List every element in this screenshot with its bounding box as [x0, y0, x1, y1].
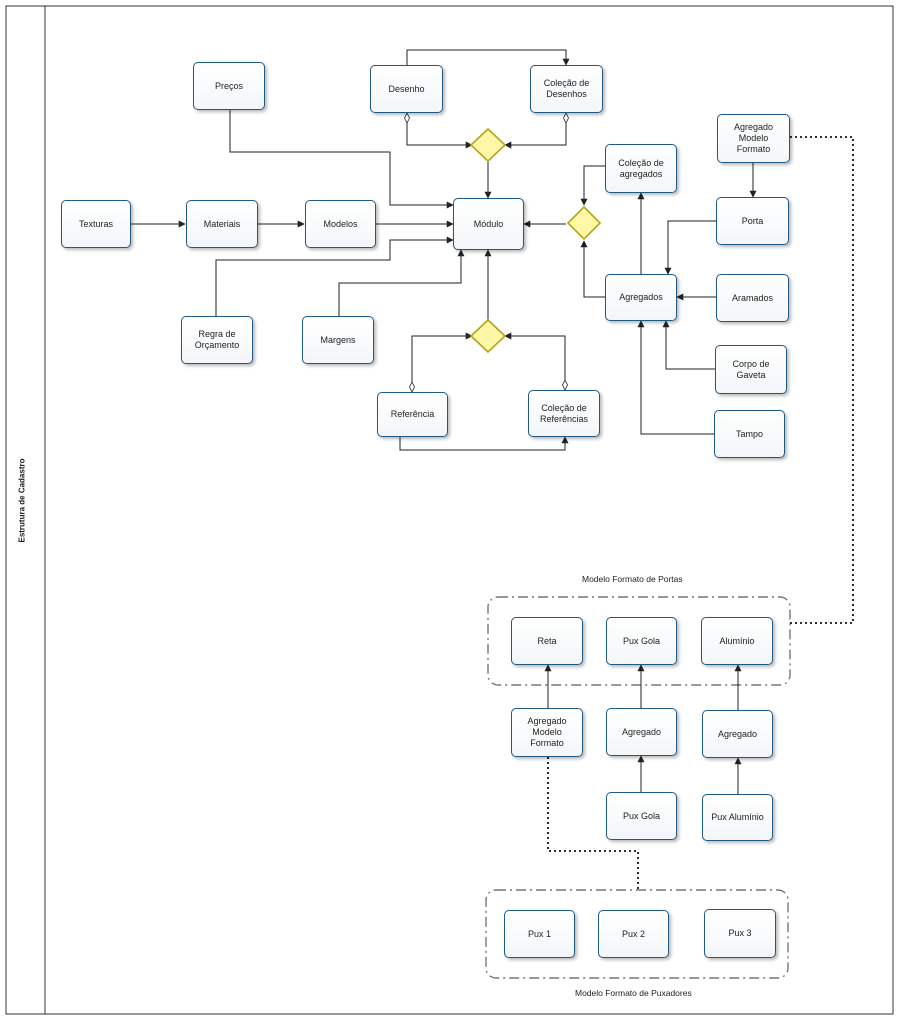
node-pux-3[interactable]: Pux 3: [704, 909, 776, 958]
edge-porta-agregados: [664, 220, 716, 275]
node-reta[interactable]: Reta: [511, 617, 583, 665]
edge-desenho-colecao-desenhos: [406, 49, 570, 66]
gateway-referencias: [469, 318, 507, 354]
aggregation-marker-colecao-desenhos: [563, 112, 569, 124]
node-tampo[interactable]: Tampo: [714, 410, 785, 458]
node-colecao-referencias[interactable]: Coleção de Referências: [528, 390, 600, 437]
node-colecao-agregados[interactable]: Coleção de agregados: [605, 144, 677, 193]
node-corpo-gaveta[interactable]: Corpo de Gaveta: [715, 345, 787, 394]
aggregation-marker-colecao-referencias: [562, 379, 568, 391]
lane-frame: [5, 5, 894, 1015]
node-pux-gola-top[interactable]: Pux Gola: [606, 617, 677, 665]
edge-corpo-gaveta-agregados: [662, 320, 715, 370]
aggregation-marker-referencia: [409, 381, 415, 393]
edge-referencia-gateway: [411, 332, 473, 392]
node-texturas[interactable]: Texturas: [61, 200, 131, 248]
node-agregado-modelo-formato-top[interactable]: Agregado Modelo Formato: [717, 114, 790, 163]
edge-colecao-referencias-gateway: [504, 332, 566, 390]
assoc-agregado-modelo-portas: [790, 136, 854, 624]
associations: [547, 136, 854, 890]
edge-margens-modulo: [338, 249, 465, 316]
lane-title-text: Estrutura de Cadastro: [17, 457, 27, 543]
edge-referencia-colecao-referencias: [399, 436, 569, 451]
group-label-portas: Modelo Formato de Portas: [582, 574, 683, 584]
node-pux-2[interactable]: Pux 2: [598, 910, 669, 958]
node-aluminio[interactable]: Alumínio: [701, 617, 773, 665]
node-modelos[interactable]: Modelos: [305, 200, 376, 248]
node-aramados[interactable]: Aramados: [716, 274, 789, 322]
node-referencia[interactable]: Referência: [377, 392, 448, 437]
edge-colecao-desenhos-gateway: [504, 113, 567, 149]
node-colecao-desenhos[interactable]: Coleção de Desenhos: [530, 65, 603, 113]
aggregation-markers: [404, 112, 569, 393]
node-regra-orcamento[interactable]: Regra de Orçamento: [181, 316, 253, 364]
node-pux-gola-bottom[interactable]: Pux Gola: [606, 792, 677, 840]
group-label-puxadores: Modelo Formato de Puxadores: [575, 988, 692, 998]
gateway-desenhos: [469, 127, 507, 163]
node-desenho[interactable]: Desenho: [370, 65, 443, 113]
node-agregado-1[interactable]: Agregado: [606, 708, 677, 756]
node-agregado-modelo-formato-bottom[interactable]: Agregado Modelo Formato: [511, 708, 583, 757]
node-margens[interactable]: Margens: [302, 316, 374, 364]
aggregation-marker-desenho: [404, 112, 410, 124]
group-frame-portas: [487, 596, 791, 686]
group-frame-puxadores: [485, 889, 789, 979]
edge-precos-modulo: [229, 110, 454, 209]
node-pux-1[interactable]: Pux 1: [504, 910, 575, 958]
node-precos[interactable]: Preços: [193, 62, 265, 110]
node-pux-aluminio[interactable]: Pux Alumínio: [702, 794, 773, 841]
edge-desenho-gateway: [406, 113, 473, 149]
node-porta[interactable]: Porta: [716, 197, 789, 245]
edge-colecao-agregados-gateway: [580, 165, 605, 206]
gateways: [469, 127, 602, 354]
lane-title: Estrutura de Cadastro: [6, 440, 38, 560]
edge-regra-modulo: [215, 236, 454, 316]
edge-tampo-agregados: [637, 320, 714, 435]
node-modulo[interactable]: Módulo: [453, 198, 524, 250]
edge-agregados-gateway: [580, 240, 605, 298]
node-materiais[interactable]: Materiais: [186, 200, 258, 248]
assoc-agregado-modelo-puxadores: [547, 757, 639, 890]
gateway-agregados: [566, 205, 602, 241]
node-agregados[interactable]: Agregados: [605, 274, 677, 321]
node-agregado-2[interactable]: Agregado: [702, 710, 773, 758]
